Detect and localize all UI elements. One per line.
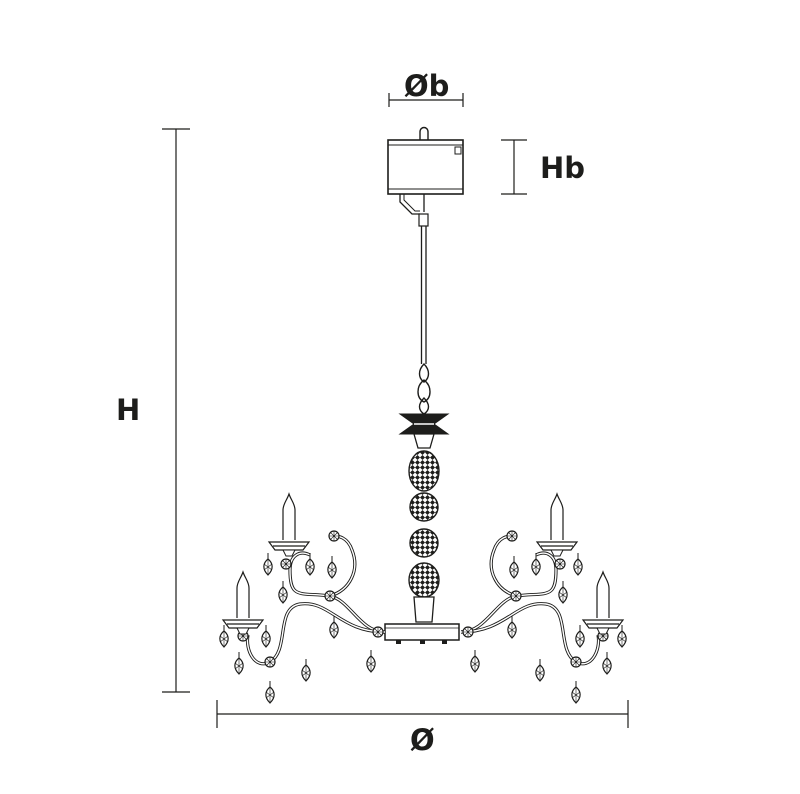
dim-line-canopy-diameter — [388, 93, 464, 107]
left-arms — [219, 493, 386, 704]
dim-line-overall-height — [162, 128, 190, 693]
canopy-diameter-label: Øb — [404, 69, 450, 103]
chandelier-stem — [384, 413, 460, 644]
canopy — [387, 126, 464, 215]
overall-diameter-label: Ø — [410, 723, 435, 757]
dim-line-canopy-height — [501, 139, 527, 195]
right-arms — [460, 493, 627, 704]
canopy-height-label: Hb — [540, 151, 586, 185]
overall-height-label: H — [116, 393, 141, 427]
dim-line-overall-diameter — [216, 700, 629, 728]
suspension-rod — [417, 213, 431, 415]
